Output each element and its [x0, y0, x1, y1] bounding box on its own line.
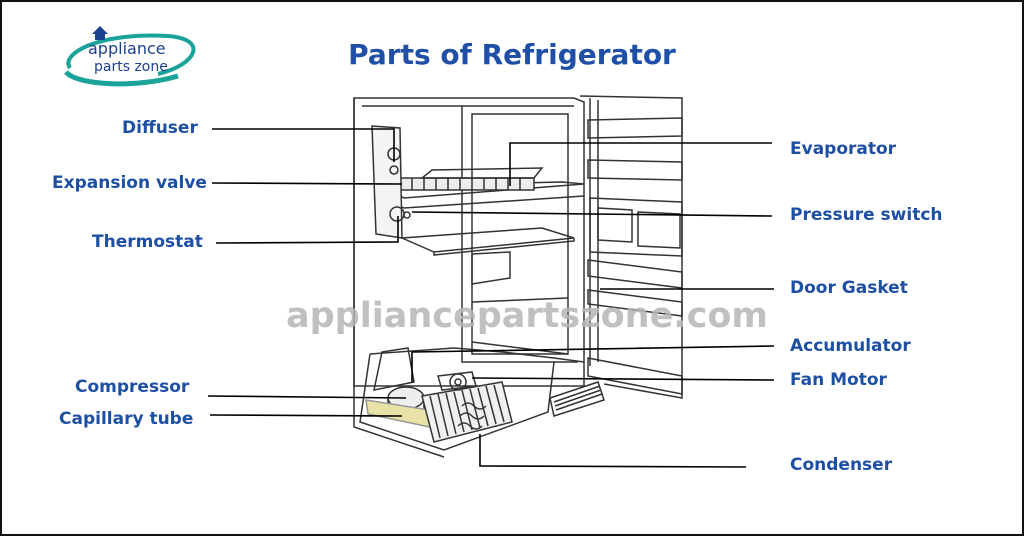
leader-condenser: [479, 434, 747, 468]
label-evaporator: Evaporator: [790, 139, 897, 159]
door-shelf: [587, 117, 683, 139]
label-expansion-valve: Expansion valve: [52, 173, 207, 193]
label-thermostat: Thermostat: [92, 232, 203, 252]
evaporator-coil: [393, 177, 535, 191]
watermark-text: appliancepartszone.com: [286, 296, 768, 336]
label-diffuser: Diffuser: [122, 118, 198, 138]
condenser-fins: [421, 381, 513, 443]
page-title: Parts of Refrigerator: [348, 38, 676, 71]
leader-diffuser: [212, 128, 395, 162]
leader-evaporator: [509, 142, 772, 186]
leader-expansion-valve: [211, 182, 403, 185]
leader-compressor: [207, 395, 407, 399]
leader-pressure-switch: [411, 211, 773, 217]
leader-fan-motor: [471, 377, 775, 381]
label-accumulator: Accumulator: [790, 336, 911, 356]
logo-swoosh-icon: [64, 26, 196, 87]
logo-text-line1: appliance: [88, 39, 166, 58]
label-compressor: Compressor: [75, 377, 190, 397]
label-fan-motor: Fan Motor: [790, 370, 887, 390]
brand-logo: appliance parts zone: [58, 24, 208, 92]
leader-thermostat: [215, 216, 399, 244]
leader-accumulator: [411, 345, 775, 382]
label-pressure-switch: Pressure switch: [790, 205, 943, 225]
label-condenser: Condenser: [790, 455, 893, 475]
label-door-gasket: Door Gasket: [790, 278, 908, 298]
logo-text-line2: parts zone: [94, 59, 168, 75]
leader-capillary-tube: [209, 414, 403, 417]
label-capillary-tube: Capillary tube: [59, 409, 194, 429]
glass-shelf: [401, 227, 575, 253]
